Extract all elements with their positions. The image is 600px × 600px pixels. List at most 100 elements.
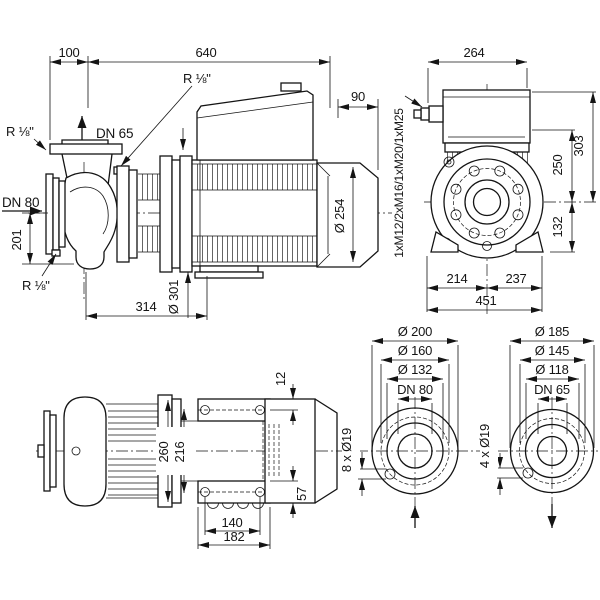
suction-flange-step2 xyxy=(58,180,66,248)
label-plug-bottom: R ⅛" xyxy=(22,278,50,293)
dim-640: 640 xyxy=(195,45,216,60)
dim-201: 201 xyxy=(9,229,24,250)
adapter-fins-top-plan xyxy=(108,406,158,446)
suction-flange-step xyxy=(52,177,60,251)
dim-132: 132 xyxy=(550,216,565,237)
flange65-bolt-hole xyxy=(522,467,534,479)
suction-stub xyxy=(37,444,45,458)
dim-182: 182 xyxy=(223,529,244,544)
foot-slots-plan xyxy=(207,502,264,509)
motor-fin-hidden-plan xyxy=(262,421,280,481)
leader-cable-glands xyxy=(404,95,423,108)
ext-lines-12-57 xyxy=(270,398,298,504)
shaft-bore-end xyxy=(472,187,502,217)
volute-casing xyxy=(62,171,118,270)
flange80-bolt-hole xyxy=(384,468,396,480)
label-holes-65: 4 x Ø19 xyxy=(477,424,492,468)
discharge-flange xyxy=(49,143,123,155)
discharge-raised-face xyxy=(61,139,109,144)
dim-314: 314 xyxy=(135,299,156,314)
suction-flange xyxy=(45,173,54,255)
dim-140: 140 xyxy=(221,515,242,530)
fan-cover-plan xyxy=(314,398,338,504)
casing-backplate xyxy=(116,165,130,263)
leader-plug-bottom xyxy=(41,253,57,277)
ext-lines-90 xyxy=(337,99,379,170)
terminal-box-connector xyxy=(280,82,302,92)
fan-cover xyxy=(316,162,379,268)
leader-plug-top xyxy=(120,85,193,167)
flange-view-dn80: Ø 200 Ø 160 Ø 132 DN 80 8 x Ø19 xyxy=(339,324,459,528)
ext-lines-201 xyxy=(22,212,74,265)
ext-lines-feet-plan xyxy=(197,497,271,549)
ext-lines-314 xyxy=(85,272,208,320)
dim-145: Ø 145 xyxy=(535,343,569,358)
dim-132f: Ø 132 xyxy=(398,362,432,377)
dim-216: 216 xyxy=(172,441,187,462)
leader-plug-left xyxy=(33,138,47,151)
cable-gland xyxy=(428,105,444,123)
lantern-fins-top xyxy=(138,174,160,200)
backplate-step xyxy=(128,169,138,259)
dim-90: 90 xyxy=(351,89,365,104)
lantern-fins-bottom xyxy=(138,226,160,252)
dim-100: 100 xyxy=(58,45,79,60)
text-underlay-260-216 xyxy=(156,427,194,475)
foot-hole-centerlines xyxy=(198,409,270,493)
flange65-ext-lines xyxy=(509,345,595,448)
label-dn80-flange: DN 80 xyxy=(397,382,433,397)
label-plug-top: R ⅛" xyxy=(183,71,211,86)
text-underlay-65 xyxy=(480,420,498,472)
cable-gland-step xyxy=(420,107,430,121)
label-holes-80: 8 x Ø19 xyxy=(339,428,354,472)
label-dn65-flange: DN 65 xyxy=(534,382,570,397)
dim-200: Ø 200 xyxy=(398,324,432,339)
flange80-face xyxy=(386,422,444,480)
motor-foot xyxy=(199,265,259,273)
discharge-neck xyxy=(61,153,113,187)
dim-260: 260 xyxy=(156,441,171,462)
label-dn80: DN 80 xyxy=(2,195,39,210)
dim-160: Ø 160 xyxy=(398,343,432,358)
adapter-outline-plan xyxy=(106,403,158,499)
dim-451: 451 xyxy=(475,293,496,308)
motor-silhouette-plan xyxy=(181,420,265,482)
lantern-flange-step xyxy=(171,159,181,269)
dim-264: 264 xyxy=(463,45,484,60)
foot-left-end xyxy=(430,230,459,253)
side-view: 100 640 90 R ⅛" R ⅛" R ⅛" DN 65 DN 80 20… xyxy=(2,45,392,320)
ext-lines-feet xyxy=(426,256,543,312)
motor-fins-top xyxy=(196,164,314,190)
motor-fin-rails xyxy=(192,163,317,263)
end-view: 264 1xM12/2xM16/1xM20/1xM25 303 250 132 … xyxy=(392,45,598,314)
dim-57: 57 xyxy=(294,487,309,501)
ext-lines-264 xyxy=(427,68,528,103)
suction-flange-plan xyxy=(43,410,51,492)
dim-301: Ø 301 xyxy=(166,280,181,314)
bolt-holes-end xyxy=(450,165,524,239)
adapter-fins-bottom-plan xyxy=(108,456,158,496)
dim-118: Ø 118 xyxy=(535,362,568,377)
flange80-ext-lines xyxy=(371,345,459,448)
dim-12: 12 xyxy=(273,372,288,386)
volute-inner-wall xyxy=(69,186,109,235)
drain-plug xyxy=(51,249,61,257)
dim-237: 237 xyxy=(505,271,526,286)
text-underlay-80 xyxy=(342,424,360,476)
motor-fins-bottom xyxy=(196,236,314,262)
seal-circle-end xyxy=(464,179,510,225)
volute-outline-end xyxy=(430,145,544,259)
cable-gland-tip xyxy=(413,109,422,119)
motor-foot-pad xyxy=(194,271,264,279)
foot-right-end xyxy=(515,230,544,253)
flange-circle-end xyxy=(443,158,531,246)
volute-plan xyxy=(63,396,107,507)
bolt-circle-end xyxy=(453,168,521,236)
ext-lines-right xyxy=(532,91,596,253)
dim-303: 303 xyxy=(571,135,586,156)
terminal-box-end-lines xyxy=(443,96,530,138)
lantern-fin-rails xyxy=(138,173,160,253)
flange65-outer xyxy=(509,408,595,494)
terminal-box-end xyxy=(442,89,531,144)
